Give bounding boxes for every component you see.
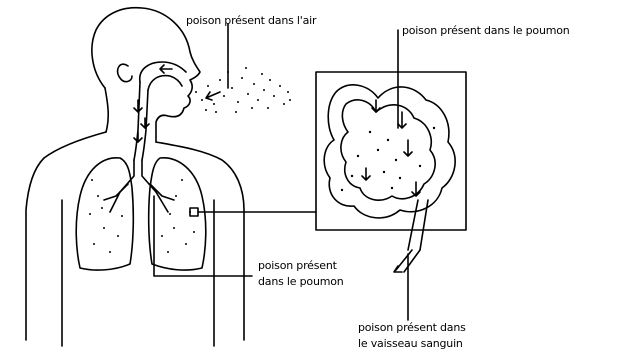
label-vessel-line1: poison présent dans bbox=[358, 320, 466, 336]
alveolus-zoom bbox=[316, 72, 466, 272]
zoom-frame bbox=[316, 72, 466, 230]
lungs bbox=[76, 158, 206, 270]
poison-particles bbox=[89, 67, 435, 253]
label-vessel-line2: le vaisseau sanguin bbox=[358, 336, 463, 352]
label-lung-mid-line1: poison présent bbox=[258, 258, 337, 274]
label-lung-top: poison présent dans le poumon bbox=[402, 23, 570, 39]
label-air: poison présent dans l'air bbox=[186, 13, 316, 29]
left-lung bbox=[76, 158, 133, 270]
label-lung-mid-line2: dans le poumon bbox=[258, 274, 344, 290]
human-figure bbox=[26, 8, 244, 346]
